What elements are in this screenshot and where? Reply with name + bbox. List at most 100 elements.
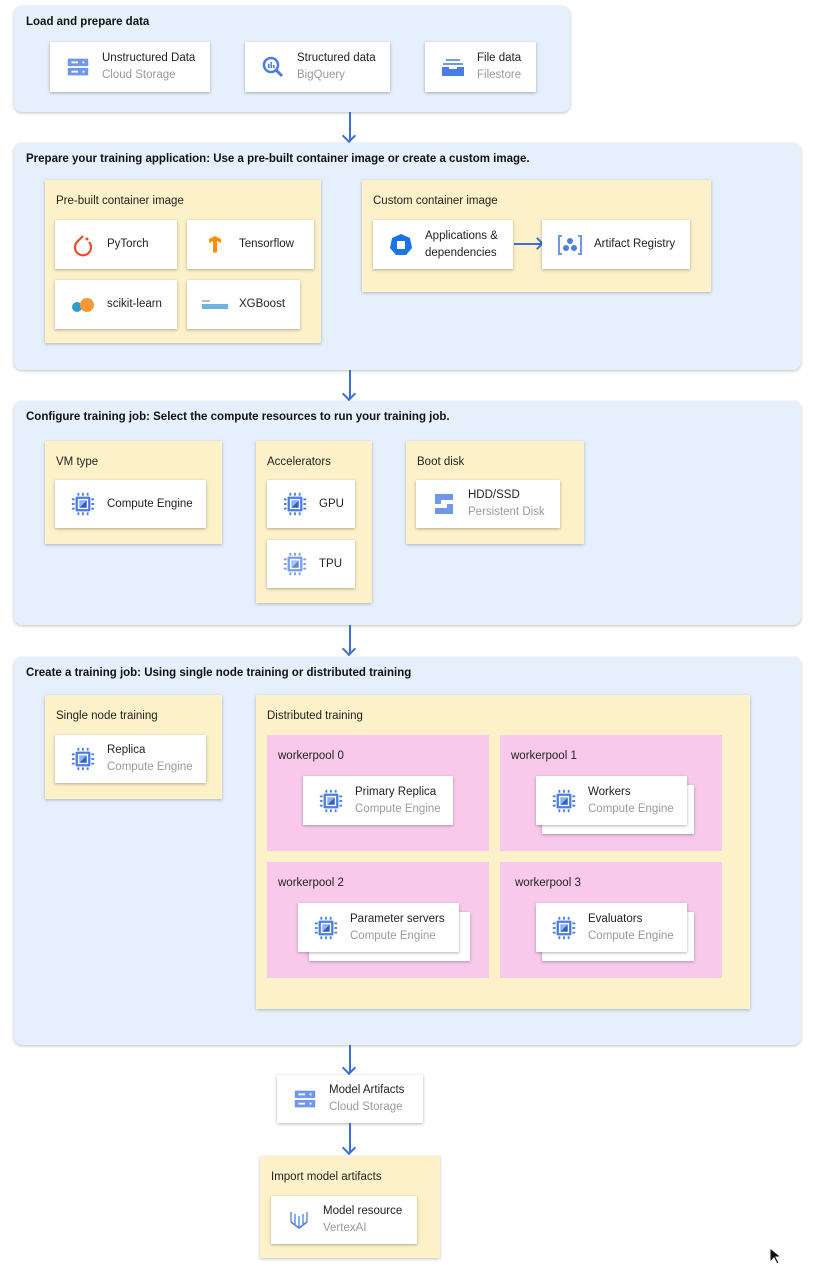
card-title: XGBoost (239, 298, 286, 310)
compute-engine-icon (550, 914, 578, 942)
card-subtitle: Compute Engine (350, 929, 436, 942)
section-title: Create a training job: Using single node… (26, 667, 412, 679)
card-title: Compute Engine (107, 497, 193, 510)
card-subtitle: Cloud Storage (102, 69, 176, 81)
card-title: TPU (319, 557, 342, 570)
card-title: scikit-learn (107, 298, 162, 310)
pool-label: workerpool 0 (278, 750, 344, 762)
section-title: Configure training job: Select the compu… (26, 411, 450, 423)
card-subtitle: VertexAI (323, 1222, 367, 1234)
compute-engine-card[interactable]: Compute Engine (55, 480, 206, 528)
boot-disk-group: Boot disk HDD/SSD Persistent Disk (406, 441, 584, 544)
tpu-card[interactable]: TPU (267, 540, 355, 588)
card-subtitle: Cloud Storage (329, 1101, 403, 1113)
flow-arrow (514, 237, 544, 250)
scikit-learn-card[interactable]: scikit-learn (55, 280, 177, 329)
xgboost-icon (201, 291, 229, 319)
compute-engine-icon (317, 787, 345, 815)
flow-arrow (349, 625, 351, 653)
cloud-storage-icon (291, 1085, 319, 1113)
scikit-learn-icon (69, 291, 97, 319)
card-title: Applications & dependencies (425, 229, 498, 259)
flow-arrow (349, 1123, 351, 1152)
xgboost-card[interactable]: XGBoost (187, 280, 300, 329)
container-icon (387, 231, 415, 259)
tpu-icon (281, 550, 309, 578)
persistent-disk-card[interactable]: HDD/SSD Persistent Disk (416, 480, 560, 528)
section-title: Prepare your training application: Use a… (26, 153, 530, 165)
tensorflow-card[interactable]: Tensorflow (187, 220, 314, 269)
group-label: Pre-built container image (56, 195, 184, 207)
card-title: Workers (588, 785, 631, 798)
compute-engine-icon (312, 914, 340, 942)
flow-arrow (349, 370, 351, 398)
prebuilt-container-group: Pre-built container image PyTorch Tensor… (45, 180, 321, 343)
pool-label: workerpool 1 (511, 750, 577, 762)
tensorflow-icon (201, 231, 229, 259)
artifact-registry-icon (556, 231, 584, 259)
gpu-icon (281, 490, 309, 518)
vertex-ai-icon (285, 1206, 313, 1234)
group-label: Import model artifacts (271, 1171, 382, 1183)
card-title: HDD/SSD (468, 489, 520, 501)
gpu-card[interactable]: GPU (267, 480, 355, 528)
group-label: Custom container image (373, 195, 498, 207)
flow-arrow (349, 112, 351, 140)
card-title: Structured data (297, 52, 376, 64)
section-title: Load and prepare data (26, 16, 150, 28)
mouse-cursor-icon (769, 1247, 781, 1265)
card-subtitle: Filestore (477, 69, 522, 81)
persistent-disk-icon (430, 490, 458, 518)
card-title: Parameter servers (350, 912, 445, 925)
prepare-application-section: Prepare your training application: Use a… (14, 143, 801, 370)
group-label: Distributed training (267, 710, 363, 722)
compute-engine-icon (550, 787, 578, 815)
group-label: VM type (56, 456, 99, 468)
card-subtitle: BigQuery (297, 69, 345, 81)
custom-container-group: Custom container image Applications & de… (362, 180, 711, 292)
card-title: Evaluators (588, 912, 643, 925)
card-title: Replica (107, 744, 146, 756)
group-label: Boot disk (417, 456, 465, 468)
card-subtitle: Compute Engine (355, 802, 441, 815)
card-title: Tensorflow (239, 238, 294, 250)
compute-engine-icon (69, 745, 97, 773)
group-label: Accelerators (267, 456, 331, 468)
card-title: Unstructured Data (102, 52, 196, 64)
create-job-section: Create a training job: Using single node… (14, 657, 801, 1045)
flow-arrow (349, 1045, 351, 1072)
bigquery-icon (259, 53, 287, 81)
distributed-group: Distributed training workerpool 0 Primar… (256, 695, 750, 1009)
card-subtitle: Compute Engine (588, 929, 674, 942)
applications-card[interactable]: Applications & dependencies (373, 220, 513, 269)
card-title: PyTorch (107, 238, 149, 250)
cloud-storage-icon (64, 53, 92, 81)
pool-label: workerpool 3 (515, 877, 581, 889)
artifact-registry-card[interactable]: Artifact Registry (542, 220, 690, 269)
card-title: GPU (319, 497, 344, 510)
card-subtitle: Compute Engine (107, 761, 193, 773)
card-subtitle: Compute Engine (588, 802, 674, 815)
card-title: File data (477, 52, 522, 64)
pytorch-card[interactable]: PyTorch (55, 220, 177, 269)
configure-job-section: Configure training job: Select the compu… (14, 401, 801, 625)
card-subtitle: Persistent Disk (468, 506, 545, 518)
accelerators-group: Accelerators GPU TPU (256, 441, 372, 603)
